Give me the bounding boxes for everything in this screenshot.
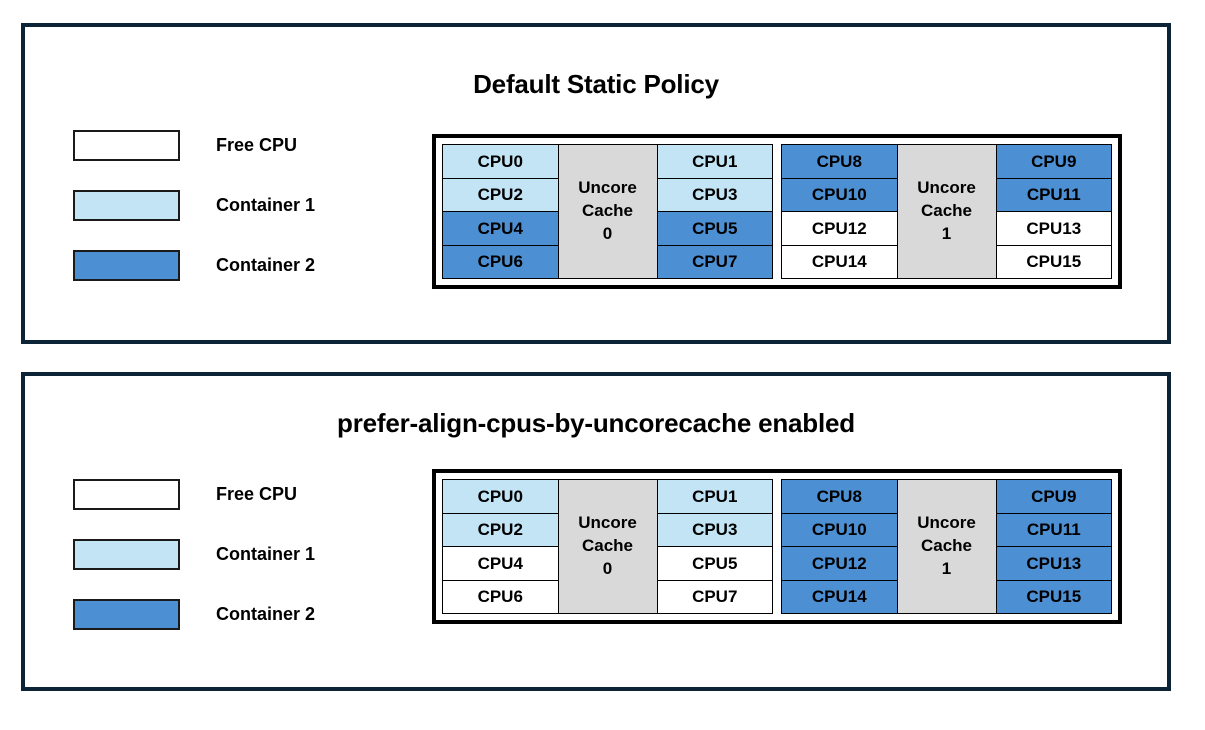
cpu-cell: CPU13 xyxy=(995,546,1112,581)
legend-swatch-container-1 xyxy=(73,538,180,570)
cpu-topology-diagram-1: CPU0 CPU2 CPU4 CPU6 Uncore Cache 0 CPU1 … xyxy=(432,134,1122,289)
legend-item-container-2: Container 2 xyxy=(73,584,315,644)
cpu-cell: CPU15 xyxy=(995,579,1112,614)
cpu-cell: CPU0 xyxy=(442,479,559,514)
cpu-cell: CPU15 xyxy=(995,244,1112,279)
cpu-column-right: CPU1 CPU3 CPU5 CPU7 xyxy=(656,479,773,614)
uncore-cache-index: 1 xyxy=(941,223,952,243)
uncore-cache-line-1: Uncore xyxy=(917,513,976,533)
cpu-cell: CPU7 xyxy=(656,579,773,614)
cpu-cell: CPU1 xyxy=(656,479,773,514)
uncore-cache-index: 1 xyxy=(941,558,952,578)
legend-label-free-cpu: Free CPU xyxy=(216,134,298,155)
cpu-cell: CPU7 xyxy=(656,244,773,279)
panel-prefer-align-cpus-by-uncorecache: prefer-align-cpus-by-uncorecache enabled… xyxy=(21,372,1171,691)
legend-item-container-1: Container 1 xyxy=(73,524,315,584)
legend-swatch-container-1 xyxy=(73,189,180,221)
legend-item-free-cpu: Free CPU xyxy=(73,464,315,524)
legend-label-free-cpu: Free CPU xyxy=(216,483,298,504)
cpu-cell: CPU1 xyxy=(656,144,773,179)
socket-uncore-cache-1: CPU8 CPU10 CPU12 CPU14 Uncore Cache 1 CP… xyxy=(781,144,1112,279)
cpu-column-left: CPU0 CPU2 CPU4 CPU6 xyxy=(442,479,559,614)
cpu-column-right: CPU9 CPU11 CPU13 CPU15 xyxy=(995,144,1112,279)
legend-item-free-cpu: Free CPU xyxy=(73,115,315,175)
cpu-cell: CPU14 xyxy=(781,244,898,279)
page-title-panel-2: prefer-align-cpus-by-uncorecache enabled xyxy=(337,408,855,438)
uncore-cache-line-2: Cache xyxy=(920,201,973,221)
cpu-cell: CPU5 xyxy=(656,546,773,581)
legend-swatch-free-cpu xyxy=(73,129,180,161)
cpu-cell: CPU6 xyxy=(442,579,559,614)
cpu-cell: CPU9 xyxy=(995,479,1112,514)
cpu-cell: CPU12 xyxy=(781,546,898,581)
uncore-cache-line-2: Cache xyxy=(581,201,634,221)
cpu-cell: CPU10 xyxy=(781,177,898,212)
cpu-cell: CPU3 xyxy=(656,177,773,212)
uncore-cache-block: Uncore Cache 0 xyxy=(557,144,658,279)
cpu-cell: CPU11 xyxy=(995,512,1112,547)
legend-item-container-2: Container 2 xyxy=(73,235,315,295)
legend-item-container-1: Container 1 xyxy=(73,175,315,235)
legend-swatch-container-2 xyxy=(73,598,180,630)
legend-swatch-container-2 xyxy=(73,249,180,281)
cpu-cell: CPU9 xyxy=(995,144,1112,179)
socket-uncore-cache-0: CPU0 CPU2 CPU4 CPU6 Uncore Cache 0 CPU1 … xyxy=(442,144,773,279)
legend-label-container-1: Container 1 xyxy=(216,194,316,215)
cpu-column-left: CPU0 CPU2 CPU4 CPU6 xyxy=(442,144,559,279)
uncore-cache-block: Uncore Cache 1 xyxy=(896,479,997,614)
socket-uncore-cache-1: CPU8 CPU10 CPU12 CPU14 Uncore Cache 1 CP… xyxy=(781,479,1112,614)
cpu-cell: CPU2 xyxy=(442,177,559,212)
cpu-cell: CPU4 xyxy=(442,211,559,246)
cpu-cell: CPU5 xyxy=(656,211,773,246)
cpu-column-right: CPU9 CPU11 CPU13 CPU15 xyxy=(995,479,1112,614)
page-title-panel-1: Default Static Policy xyxy=(473,69,719,99)
cpu-cell: CPU3 xyxy=(656,512,773,547)
cpu-cell: CPU0 xyxy=(442,144,559,179)
legend-panel-2: Free CPU Container 1 Container 2 xyxy=(73,464,315,644)
cpu-column-left: CPU8 CPU10 CPU12 CPU14 xyxy=(781,479,898,614)
cpu-cell: CPU2 xyxy=(442,512,559,547)
legend-label-container-1: Container 1 xyxy=(216,543,316,564)
cpu-cell: CPU12 xyxy=(781,211,898,246)
panel-default-static-policy: Default Static Policy Free CPU Container… xyxy=(21,23,1171,344)
uncore-cache-line-1: Uncore xyxy=(578,178,637,198)
legend-swatch-free-cpu xyxy=(73,478,180,510)
legend-panel-1: Free CPU Container 1 Container 2 xyxy=(73,115,315,295)
uncore-cache-index: 0 xyxy=(602,223,613,243)
cpu-cell: CPU14 xyxy=(781,579,898,614)
cpu-column-right: CPU1 CPU3 CPU5 CPU7 xyxy=(656,144,773,279)
legend-label-container-2: Container 2 xyxy=(216,254,316,275)
uncore-cache-index: 0 xyxy=(602,558,613,578)
cpu-column-left: CPU8 CPU10 CPU12 CPU14 xyxy=(781,144,898,279)
cpu-cell: CPU6 xyxy=(442,244,559,279)
cpu-cell: CPU8 xyxy=(781,144,898,179)
cpu-cell: CPU13 xyxy=(995,211,1112,246)
socket-uncore-cache-0: CPU0 CPU2 CPU4 CPU6 Uncore Cache 0 CPU1 … xyxy=(442,479,773,614)
cpu-topology-diagram-2: CPU0 CPU2 CPU4 CPU6 Uncore Cache 0 CPU1 … xyxy=(432,469,1122,624)
cpu-cell: CPU10 xyxy=(781,512,898,547)
uncore-cache-line-1: Uncore xyxy=(578,513,637,533)
cpu-cell: CPU4 xyxy=(442,546,559,581)
cpu-cell: CPU11 xyxy=(995,177,1112,212)
legend-label-container-2: Container 2 xyxy=(216,603,316,624)
cpu-cell: CPU8 xyxy=(781,479,898,514)
uncore-cache-block: Uncore Cache 0 xyxy=(557,479,658,614)
uncore-cache-block: Uncore Cache 1 xyxy=(896,144,997,279)
uncore-cache-line-1: Uncore xyxy=(917,178,976,198)
uncore-cache-line-2: Cache xyxy=(581,536,634,556)
uncore-cache-line-2: Cache xyxy=(920,536,973,556)
